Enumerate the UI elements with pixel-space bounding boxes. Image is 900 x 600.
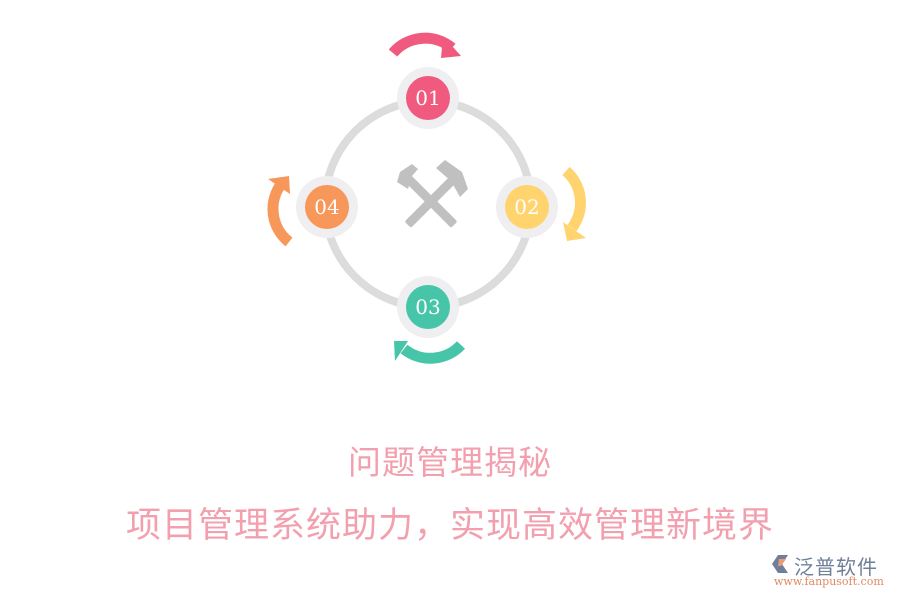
svg-text:01: 01 xyxy=(415,86,440,110)
title-line-1: 问题管理揭秘 xyxy=(348,443,552,482)
brand-logo: 泛普软件 www.fanpusoft.com xyxy=(766,551,896,593)
logo-mark-icon xyxy=(772,555,788,573)
svg-text:04: 04 xyxy=(314,195,339,219)
arrow-left-icon xyxy=(267,176,293,247)
arrow-bottom-icon xyxy=(394,341,466,364)
crossed-hammers-icon xyxy=(397,160,468,228)
svg-text:03: 03 xyxy=(415,295,440,319)
title-line-2: 项目管理系统助力，实现高效管理新境界 xyxy=(125,506,774,546)
node-04: 04 xyxy=(296,176,358,238)
logo-brand-name: 泛普软件 xyxy=(794,555,878,579)
node-02: 02 xyxy=(496,176,558,238)
logo-url: www.fanpusoft.com xyxy=(774,575,884,588)
node-03: 03 xyxy=(397,276,459,338)
cycle-diagram: 01 02 03 04 xyxy=(267,32,586,364)
svg-text:02: 02 xyxy=(514,195,539,219)
arrow-right-icon xyxy=(562,166,586,241)
node-01: 01 xyxy=(397,67,459,129)
arrow-top-icon xyxy=(388,32,461,58)
